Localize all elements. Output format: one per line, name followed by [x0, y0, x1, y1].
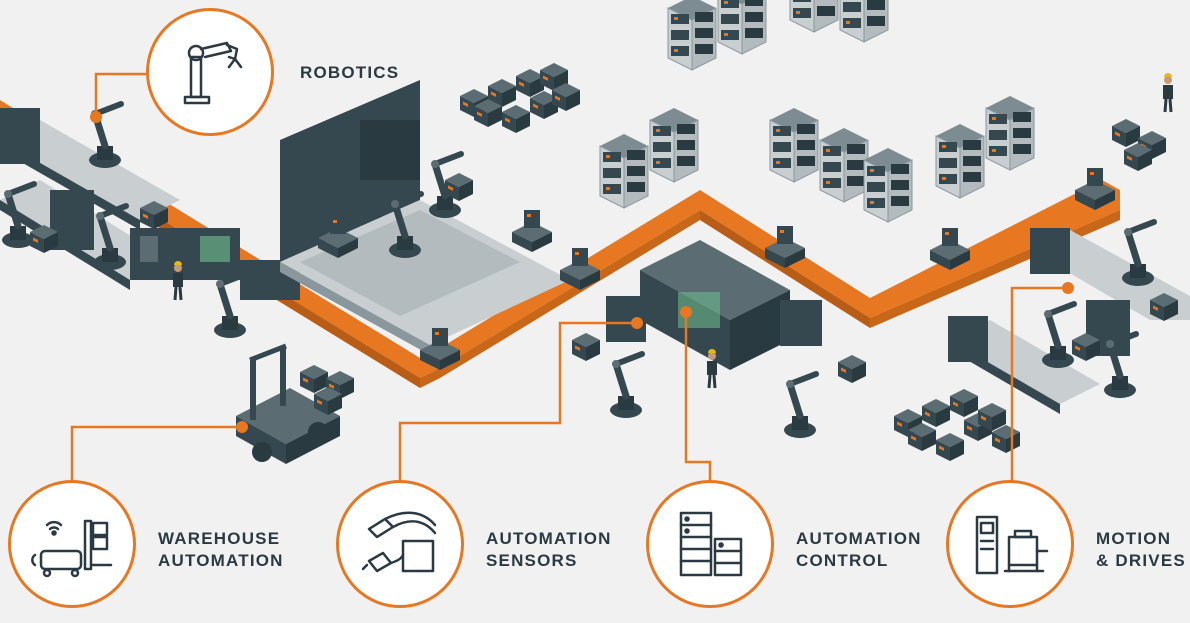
- callout-connector-dots: [90, 111, 1074, 433]
- sensor-cable-icon: [361, 511, 437, 573]
- warehouse-automation-label[interactable]: WAREHOUSE AUTOMATION: [158, 529, 284, 570]
- storage-racks: [599, 0, 1035, 223]
- forklift-agv-icon: [31, 519, 113, 578]
- robotics-cell: [280, 80, 1115, 370]
- motion-drives-callout[interactable]: [946, 480, 1074, 608]
- warehouse-automation-callout[interactable]: [8, 480, 136, 608]
- forklift: [236, 343, 354, 464]
- left-assembly-line: [0, 104, 300, 338]
- callout-connectors: [70, 72, 1068, 486]
- automation-sensors-label[interactable]: AUTOMATION SENSORS: [486, 529, 612, 570]
- motion-drives-label[interactable]: MOTION & DRIVES: [1096, 529, 1186, 570]
- robotics-callout[interactable]: [146, 8, 274, 136]
- automation-control-label[interactable]: AUTOMATION CONTROL: [796, 529, 922, 570]
- robotics-label[interactable]: ROBOTICS: [300, 63, 400, 82]
- motor-drive-icon: [975, 515, 1049, 575]
- automation-sensors-callout[interactable]: [336, 480, 464, 608]
- control-cabinet-icon: [679, 511, 743, 577]
- right-assembly-lines: [948, 222, 1190, 414]
- robot-arm-icon: [183, 41, 243, 105]
- automation-control-callout[interactable]: [646, 480, 774, 608]
